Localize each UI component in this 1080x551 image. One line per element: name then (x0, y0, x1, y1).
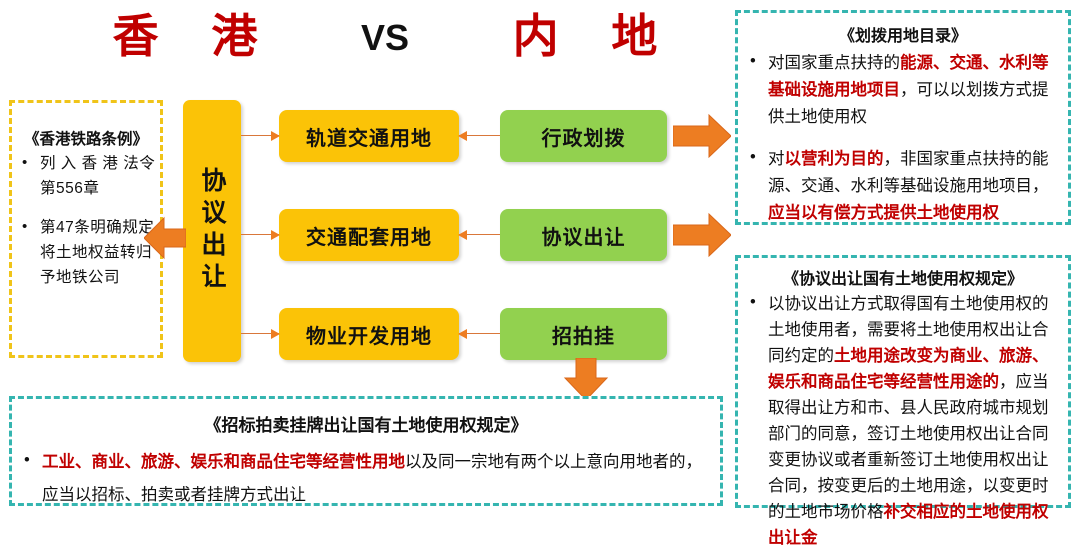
yellow-box-rail-transit-land: 轨道交通用地 (279, 110, 459, 162)
orange-arrow-left-icon (144, 216, 186, 260)
green-box-administrative-allocation: 行政划拨 (500, 110, 667, 162)
panel-title: 《招标拍卖挂牌出让国有土地使用权规定》 (204, 416, 528, 435)
list-item: 列 入 香 港 法令第556章 (18, 150, 160, 201)
hk-ordinance-bullet-list: 列 入 香 港 法令第556章 第47条明确规定将土地权益转归予地铁公司 (18, 150, 160, 304)
header-right-title: 内 地 (512, 10, 678, 62)
connector-arrow-vbar-to-row1 (241, 131, 280, 141)
body-text: 对 (768, 150, 785, 168)
list-item: 工业、商业、旅游、娱乐和商品住宅等经营性用地以及同一宗地有两个以上意向用地者的，… (16, 444, 706, 512)
tender-auction-bullet-list: 工业、商业、旅游、娱乐和商品住宅等经营性用地以及同一宗地有两个以上意向用地者的，… (12, 444, 720, 512)
hk-railway-ordinance-panel: 《香港铁路条例》 列 入 香 港 法令第556章 第47条明确规定将土地权益转归… (9, 100, 163, 358)
body-text: ，非国家重点扶持的能源、交通、水利等基础设施用地项目， (768, 150, 1049, 195)
green-box-agreement-transfer: 协议出让 (500, 209, 667, 261)
agreement-transfer-label: 协议出让 (198, 167, 226, 295)
orange-arrow-right-top-icon (673, 113, 731, 159)
header: 香 港 VS 内 地 (0, 6, 724, 68)
list-item: 对国家重点扶持的能源、交通、水利等基础设施用地项目，可以以划拨方式提供土地使用权 (742, 48, 1060, 131)
connector-arrow-green-to-yellow-row1 (458, 131, 500, 141)
connector-arrow-vbar-to-row2 (241, 230, 280, 240)
list-item: 对以营利为目的，非国家重点扶持的能源、交通、水利等基础设施用地项目， 应当以有偿方… (742, 144, 1060, 227)
panel-title: 《协议出让国有土地使用权规定》 (782, 271, 1023, 288)
agreement-transfer-vertical-box: 协议出让 (183, 100, 241, 362)
allocated-land-catalog-panel: 《划拨用地目录》 对国家重点扶持的能源、交通、水利等基础设施用地项目，可以以划拨… (735, 10, 1071, 225)
emphasis-text: 能源、交通、水利等基础设施用地项目 (768, 54, 1049, 99)
agreement-transfer-bullet-list: 以协议出让方式取得国有土地使用权的土地使用者，需要将土地使用权出让合同约定的土地… (738, 289, 1068, 551)
panel-title: 《香港铁路条例》 (23, 131, 148, 148)
body-text: 对国家重点扶持的 (768, 54, 900, 72)
body-text: 以协议出让方式取得国有土地使用权的土地使用者，需要将土地使用权出让合同约定的 (768, 295, 1049, 365)
emphasis-text: 工业、商业、旅游、娱乐和商品住宅等经营性用地 (42, 453, 405, 471)
orange-arrow-down-icon (563, 358, 609, 400)
connector-arrow-green-to-yellow-row3 (458, 329, 500, 339)
tender-auction-listing-regulation-panel: 《招标拍卖挂牌出让国有土地使用权规定》 工业、商业、旅游、娱乐和商品住宅等经营性… (9, 396, 723, 506)
infographic-canvas: 香 港 VS 内 地 《香港铁路条例》 列 入 香 港 法令第556章 第47条… (0, 0, 1080, 516)
allocated-land-bullet-list: 对国家重点扶持的能源、交通、水利等基础设施用地项目，可以以划拨方式提供土地使用权… (738, 48, 1068, 227)
header-left-title: 香 港 (112, 10, 278, 62)
body-text: 以及同一宗地有两个以上意向用地者的，应当以招标、拍卖或者挂牌方式出让 (42, 453, 702, 504)
orange-arrow-right-bottom-icon (673, 212, 731, 258)
panel-title: 《划拨用地目录》 (838, 28, 967, 45)
emphasis-text: 应当以有偿方式提供土地使用权 (768, 204, 999, 222)
list-item: 以协议出让方式取得国有土地使用权的土地使用者，需要将土地使用权出让合同约定的土地… (742, 289, 1062, 551)
connector-arrow-vbar-to-row3 (241, 329, 280, 339)
agreement-transfer-regulation-panel: 《协议出让国有土地使用权规定》 以协议出让方式取得国有土地使用权的土地使用者，需… (735, 255, 1071, 547)
connector-arrow-green-to-yellow-row2 (458, 230, 500, 240)
emphasis-text: 以营利为目的 (784, 150, 884, 168)
yellow-box-transit-support-land: 交通配套用地 (279, 209, 459, 261)
body-text: ，可以以划拨方式提供土地使用权 (768, 81, 1049, 126)
yellow-box-property-development-land: 物业开发用地 (279, 308, 459, 360)
list-item: 第47条明确规定将土地权益转归予地铁公司 (18, 214, 160, 290)
emphasis-text: 土地用途改变为商业、旅游、娱乐和商品住宅等经营性用途的 (768, 347, 1049, 391)
body-text: ，应当取得出让方和市、县人民政府城市规划部门的同意，签订土地使用权出让合同变更协… (768, 373, 1049, 521)
green-box-tender-auction-listing: 招拍挂 (500, 308, 667, 360)
header-vs-label: VS (360, 17, 410, 58)
